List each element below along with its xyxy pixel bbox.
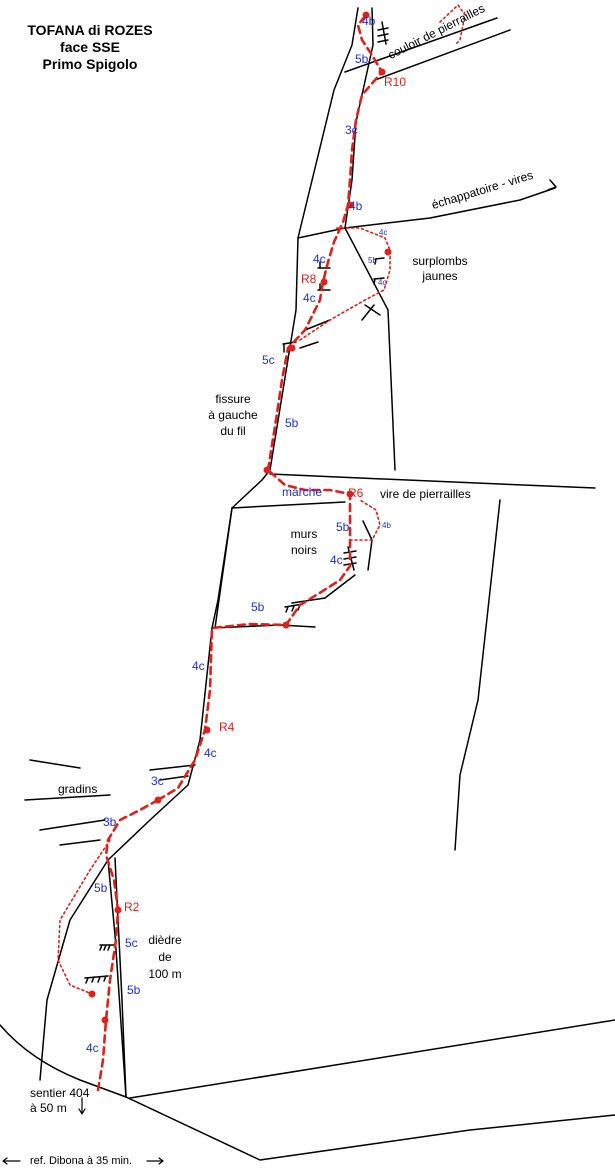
variant-top-loop — [439, 3, 466, 46]
grade-label: 4b — [349, 199, 363, 213]
grade-label: 3c — [151, 774, 164, 788]
vire-upper-line — [269, 473, 596, 489]
grade-label: 3c — [345, 123, 358, 137]
route-pitches-middle — [156, 468, 352, 802]
grade-label: 5c — [125, 936, 138, 950]
belay-dot-traverse — [282, 621, 290, 629]
belay-dot-variant — [88, 990, 96, 998]
grade-label: 5b — [94, 881, 108, 895]
belay-label-r8: R8 — [301, 272, 317, 286]
variant-murs — [349, 499, 381, 541]
overhang-mark-surplombs — [373, 257, 385, 285]
belay-label-r2: R2 — [124, 900, 140, 914]
grade-label: 3b — [103, 815, 117, 829]
belay-dot-upper-4b — [346, 201, 354, 209]
grade-label: 4c — [192, 659, 205, 673]
right-face-line — [344, 227, 396, 471]
belay-label-r6: R6 — [348, 486, 364, 500]
label-fissure-3: du fil — [220, 424, 246, 438]
belay-dot-r2 — [114, 906, 122, 914]
belay-label-r10: R10 — [384, 75, 407, 89]
arrow-left-icon — [2, 1157, 21, 1165]
route-pitches-base — [96, 798, 160, 1092]
central-face-line — [214, 507, 233, 629]
overhang-mark-diedre-2 — [84, 975, 109, 984]
murs-noirs-lines — [362, 520, 373, 571]
belay-dot-top — [362, 11, 370, 19]
grade-label: 4b — [362, 14, 376, 28]
label-murs-2: noirs — [290, 543, 317, 557]
grade-label: 5b — [251, 600, 265, 614]
murs-noirs-base — [291, 574, 356, 604]
vire-lower-line — [231, 501, 346, 509]
belay-dot-r10 — [378, 68, 386, 76]
grade-label: 4c — [204, 746, 217, 760]
right-ridge-line — [454, 499, 501, 851]
grade-label: 5b — [355, 52, 369, 66]
belay-dot-r4 — [203, 726, 211, 734]
label-diedre-3: 100 m — [148, 967, 182, 981]
label-fissure-1: fissure — [215, 392, 251, 406]
ground-slope — [0, 1024, 615, 1161]
couloir-gully-line — [374, 29, 511, 81]
gully-small-lines — [299, 304, 381, 349]
grade-label: 5b — [285, 416, 299, 430]
label-murs-1: murs — [290, 527, 318, 541]
gradins-lines — [24, 759, 196, 846]
grade-label: 4b — [382, 521, 391, 530]
title-line-2: face SSE — [60, 39, 120, 55]
label-marche: marche — [282, 485, 323, 499]
belay-dot-gradins — [154, 796, 162, 804]
title-line-1: TOFANA di ROZES — [27, 22, 153, 38]
label-sentier-1: sentier 404 — [30, 1086, 90, 1100]
label-surplombs-1: surplombs — [412, 254, 468, 268]
grade-label: 4c — [303, 291, 316, 305]
title-line-3: Primo Spigolo — [42, 56, 138, 72]
arrow-down-icon — [78, 1097, 86, 1115]
variant-diedre — [57, 839, 111, 995]
belay-dot-surplombs — [384, 248, 392, 256]
belay-dot-r6 — [346, 490, 354, 498]
grade-label: 5b — [127, 983, 141, 997]
overhang-mark-traverse — [284, 603, 304, 613]
label-vire: vire de pierrailles — [380, 487, 471, 501]
grade-label: 4c — [379, 228, 388, 237]
label-gradins: gradins — [58, 782, 98, 796]
variant-surplombs — [299, 227, 391, 341]
overhang-mark-diedre-1 — [99, 944, 116, 951]
grade-label: 4c — [86, 1041, 99, 1055]
label-sentier-2: à 50 m — [30, 1101, 67, 1115]
escape-arrow-icon — [547, 179, 557, 191]
grade-label: 4c — [378, 278, 387, 287]
grade-label: 5b — [336, 520, 350, 534]
upper-right-ledge — [344, 17, 498, 73]
label-ref-dibona: ref. Dibona à 35 min. — [30, 1155, 133, 1167]
label-fissure-2: à gauche — [208, 408, 258, 422]
escape-ledge — [297, 187, 556, 239]
lower-right-slope — [129, 1019, 615, 1099]
grade-label: 5c — [262, 353, 275, 367]
belay-dot-5c-upper — [288, 344, 296, 352]
overhang-mark-top — [377, 21, 389, 45]
belay-dot-base — [101, 1016, 109, 1024]
belay-dot-r8 — [320, 278, 328, 286]
belay-label-r4: R4 — [219, 720, 235, 734]
label-diedre-1: dièdre — [148, 933, 182, 947]
grade-label: 4c — [330, 553, 343, 567]
grade-label: 4c — [313, 252, 326, 266]
belay-dot-fissure — [263, 466, 271, 474]
arrow-right-icon — [146, 1157, 164, 1165]
grade-label: 5b — [368, 256, 377, 265]
overhang-mark-r8 — [317, 261, 331, 291]
label-diedre-2: de — [158, 950, 172, 964]
label-surplombs-2: jaunes — [422, 269, 458, 283]
